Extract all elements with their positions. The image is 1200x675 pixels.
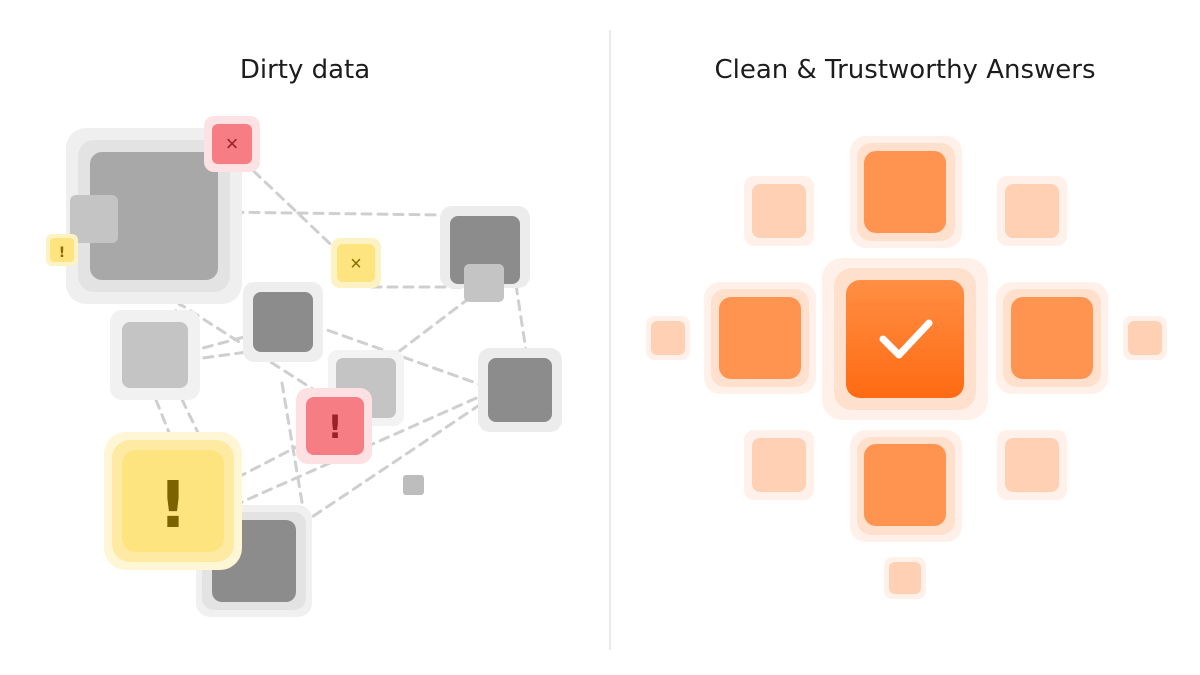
answer-block-right <box>1011 297 1093 379</box>
answer-block-pale <box>1005 438 1059 492</box>
error-marker-center <box>306 397 364 455</box>
data-block-dark <box>488 358 552 422</box>
data-block-tiny <box>403 475 424 495</box>
connection-line <box>186 348 264 362</box>
clean-answers-title: Clean & Trustworthy Answers <box>714 55 1095 85</box>
answer-block-center <box>846 280 964 398</box>
data-issue-markers: × ! × ! ! <box>46 116 381 570</box>
connection-line <box>240 158 347 260</box>
checkmark-icon <box>879 319 933 359</box>
connection-line <box>298 396 492 527</box>
warning-marker-large <box>122 450 224 552</box>
answer-block-tiny <box>651 321 685 355</box>
close-icon: × <box>226 131 239 156</box>
answer-block-left <box>719 297 801 379</box>
warning-marker-cross <box>337 244 375 282</box>
answer-block-tiny <box>1128 321 1162 355</box>
connection-line <box>311 323 492 390</box>
answer-block-tiny <box>889 562 921 594</box>
error-marker-top <box>212 124 252 164</box>
data-block-dark <box>253 292 313 352</box>
answer-block-top <box>864 151 946 233</box>
connection-line <box>514 283 529 359</box>
exclamation-icon: ! <box>158 469 187 543</box>
dirty-data-title: Dirty data <box>240 55 370 85</box>
answer-block-pale <box>1005 184 1059 238</box>
connection-line <box>333 288 482 402</box>
data-block-overlap <box>70 195 118 243</box>
answer-block-pale <box>752 184 806 238</box>
answer-block-pale <box>752 438 806 492</box>
data-block-light <box>122 322 188 388</box>
answer-block-bottom <box>864 444 946 526</box>
data-block-small <box>464 264 504 302</box>
clean-answers-grid <box>646 136 1167 599</box>
close-icon: × <box>350 253 362 275</box>
connection-line <box>216 210 447 217</box>
exclamation-icon: ! <box>328 408 343 446</box>
warning-marker-small <box>50 238 74 262</box>
connection-line <box>280 381 307 522</box>
data-block-large <box>90 152 218 280</box>
connection-line <box>173 383 242 522</box>
exclamation-icon: ! <box>59 245 65 261</box>
